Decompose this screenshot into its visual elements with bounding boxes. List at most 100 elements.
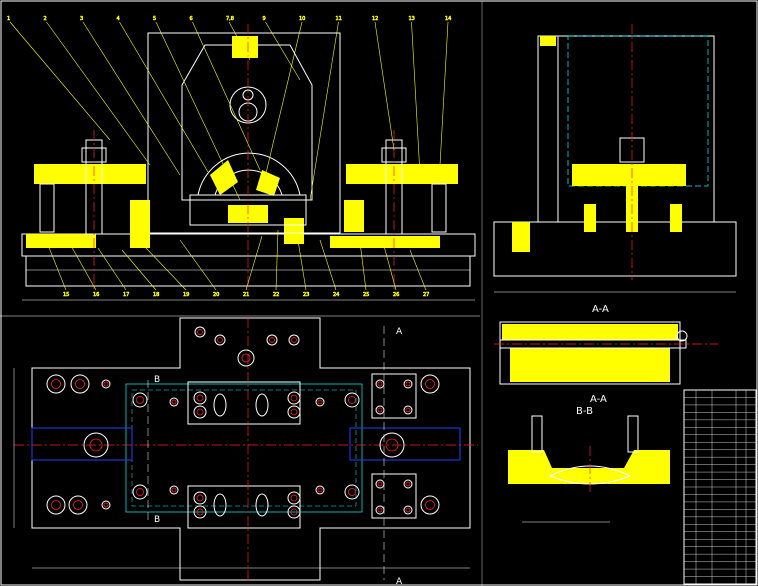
locating-pin [213,393,227,417]
balloon-label: 1 [7,16,10,22]
front-view [21,24,476,301]
bolt-hole [287,405,301,419]
side-clamp-bar [572,164,686,186]
leader-line [69,243,97,291]
parts-list-table [683,389,757,585]
bolt-hole-center [405,381,411,387]
bolt-hole-center [241,353,251,363]
section-marker-a-top: A [396,327,403,337]
bolt-hole [101,500,111,510]
leader-line [261,21,303,191]
bolt-hole-center [290,408,298,416]
bolt-hole [132,484,148,500]
bolt-hole-center [196,494,204,502]
section-bb-body [508,450,670,484]
bolt-hole [420,495,440,515]
side-upright-hatch [540,36,556,46]
bolt-hole [101,379,111,389]
leader-line [121,249,157,291]
bolt-hole-center [196,508,204,516]
bolt-hole [403,505,413,515]
balloon-label: 3 [80,16,83,22]
top-block [232,36,258,58]
plan-view: A A B B [13,317,478,586]
section-marker-b-bottom: B [154,515,160,525]
plan-inner-frame-2 [131,389,357,507]
balloon-label: 25 [363,292,369,298]
plan-outline [31,317,471,581]
bolt-hole-center [291,337,297,343]
plan-holes [46,326,440,519]
left-spring [130,200,150,248]
locating-pin [255,493,269,517]
bolt-hole-center [348,396,356,404]
bolt-hole-center [51,500,61,510]
balloon-label: 27 [423,292,429,298]
side-view-label: A-A [592,304,609,315]
bolt-hole-center [136,488,144,496]
section-marker-a-bottom: A [396,577,403,586]
bolt-hole [266,334,278,346]
balloon-label: 23 [303,292,309,298]
bolt-hole [194,326,206,338]
bolt-hole-center [377,381,383,387]
leader-line [411,21,421,176]
plan-right-square-top [371,373,417,419]
side-left-pin [512,222,530,252]
leader-line [155,21,241,201]
balloon-label: 2 [44,16,47,22]
balloon-label: 4 [117,16,120,22]
bolt-hole [83,432,109,458]
bolt-hole-center [385,438,399,452]
leader-line [295,227,307,291]
base-hatch-mid [330,236,440,248]
bolt-hole [132,392,148,408]
bolt-hole-center [217,337,223,343]
bolt-hole-center [171,399,177,405]
side-upright [537,35,559,223]
balloon-label: 15 [63,292,69,298]
bolt-hole [193,491,207,505]
bolt-hole-center [377,507,383,513]
base-hatch-mid2 [284,218,304,244]
balloon-label: 10 [299,16,305,22]
bolt-hole [70,374,90,394]
leader-line [275,229,279,291]
balloon-label: 13 [409,16,415,22]
bolt-hole-center [269,337,275,343]
section-aa-view: A-A [494,321,718,405]
leader-line [374,21,395,151]
side-stud-hatch-3 [670,204,682,232]
v-block-right [256,170,280,196]
balloon-label: 21 [243,292,249,298]
bolt-hole-center [103,381,109,387]
bolt-hole [403,405,413,415]
leader-line [45,239,67,291]
bolt-hole [403,479,413,489]
plan-top-block [187,381,301,425]
bolt-hole [214,334,226,346]
v-block-left [210,160,238,195]
bolt-hole [46,495,66,515]
balloon-label: 22 [273,292,279,298]
bolt-hole [287,505,301,519]
bolt-hole-center [73,500,83,510]
locating-pin [255,393,269,417]
section-aa-body [499,321,681,385]
balloon-label: 20 [213,292,219,298]
plan-inner-frame [125,383,363,513]
bolt-hole [375,379,385,389]
bolt-hole [344,484,360,500]
bolt-hole [169,485,179,495]
bolt-hole [46,374,66,394]
bolt-hole [193,405,207,419]
bolt-hole-center [317,487,323,493]
bolt-hole-center [405,407,411,413]
leader-line [9,21,111,141]
leader-line [383,245,397,291]
section-bb-workpiece [548,465,632,485]
side-hidden-outline [567,35,709,187]
balloon-label: 26 [393,292,399,298]
